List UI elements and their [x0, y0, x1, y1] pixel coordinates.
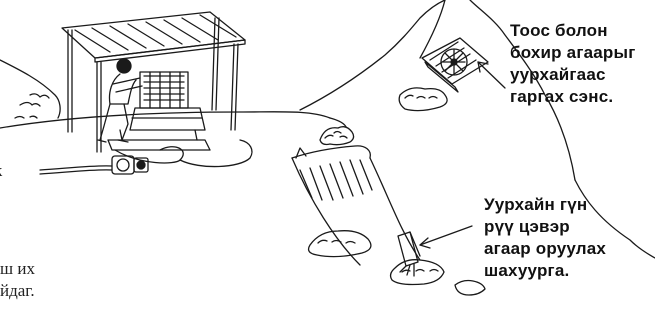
cut-off-text-2: ш их [0, 258, 35, 279]
cut-off-text-3: йдаг. [0, 280, 35, 301]
fan-caption: Тоос болон бохир агаарыг уурхайгаас гарг… [510, 20, 636, 108]
pipe-arrow [420, 226, 472, 248]
cable-and-motor [40, 140, 252, 174]
left-hill [0, 60, 60, 118]
cut-off-text-1: к [0, 160, 2, 181]
fan-arrow [478, 62, 505, 88]
air-pump-caption: Уурхайн гүн рүү цэвэр агаар оруулах шаху… [484, 194, 606, 282]
ground-plateau [0, 112, 347, 135]
